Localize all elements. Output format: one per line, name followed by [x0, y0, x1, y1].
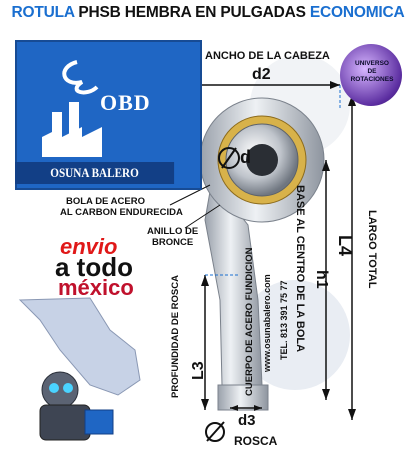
label-anillo-1: ANILLO DE: [147, 226, 199, 237]
label-web: www.osunabalero.com: [262, 274, 272, 372]
label-anillo-2: BRONCE: [152, 237, 194, 248]
universo-badge-text: UNIVERSO DE ROTACIONES: [346, 60, 398, 84]
label-largo: LARGO TOTAL: [366, 210, 378, 289]
badge-line-2: DE: [367, 68, 377, 75]
label-d2: d2: [252, 66, 271, 83]
factory-icon: [42, 60, 102, 157]
label-bola-1: BOLA DE ACERO: [66, 196, 145, 207]
promo-mexico: méxico: [58, 275, 134, 300]
logo-brand: OBD: [100, 90, 151, 115]
label-bola-2: AL CARBON ENDURECIDA: [60, 207, 183, 218]
label-l3: L3: [190, 361, 207, 380]
diameter-symbol: [218, 147, 240, 169]
label-tel: TEL. 813 391 75 77: [279, 280, 289, 360]
label-d: d: [240, 147, 251, 167]
promo-atodo: a todo: [55, 252, 133, 282]
label-bola: BOLA DE ACERO AL CARBON ENDURECIDA: [60, 196, 183, 218]
label-d3: d3: [238, 412, 256, 429]
title-part-2: PHSB HEMBRA EN PULGADAS: [78, 4, 306, 21]
badge-line-1: UNIVERSO: [355, 60, 389, 67]
logo-name: OSUNA BALERO DISTRIBUIDOR: [15, 162, 175, 202]
robot-mascot: [41, 371, 79, 409]
label-h1: h1: [313, 270, 330, 289]
mexico-map: [18, 297, 141, 396]
page-title: ROTULA PHSB HEMBRA EN PULGADAS ECONOMICA: [0, 4, 416, 22]
ring-leader: [184, 204, 221, 229]
label-anillo: ANILLO DE BRONCE: [147, 226, 198, 248]
title-part-3: ECONOMICA: [309, 4, 405, 21]
ball-bore: [246, 144, 278, 176]
badge-line-3: ROTACIONES: [350, 76, 394, 83]
label-l4: L4: [335, 235, 355, 257]
ball-leader: [169, 184, 211, 206]
label-base: BASE AL CENTRO DE LA BOLA: [294, 185, 306, 353]
label-ancho: ANCHO DE LA CABEZA: [205, 50, 330, 62]
universo-badge: [340, 44, 402, 106]
thread-diameter-symbol: [205, 422, 225, 442]
label-rosca: ROSCA: [234, 434, 278, 448]
label-cuerpo: CUERPO DE ACERO FUNDICION: [244, 247, 255, 397]
label-profundidad: PROFUNDIDAD DE ROSCA: [170, 275, 181, 398]
title-part-1: ROTULA: [11, 4, 75, 21]
rod-neck: [217, 384, 269, 411]
laptop: [84, 409, 114, 435]
watermark-circle: [240, 280, 350, 390]
promo-envio: envio: [60, 234, 118, 259]
